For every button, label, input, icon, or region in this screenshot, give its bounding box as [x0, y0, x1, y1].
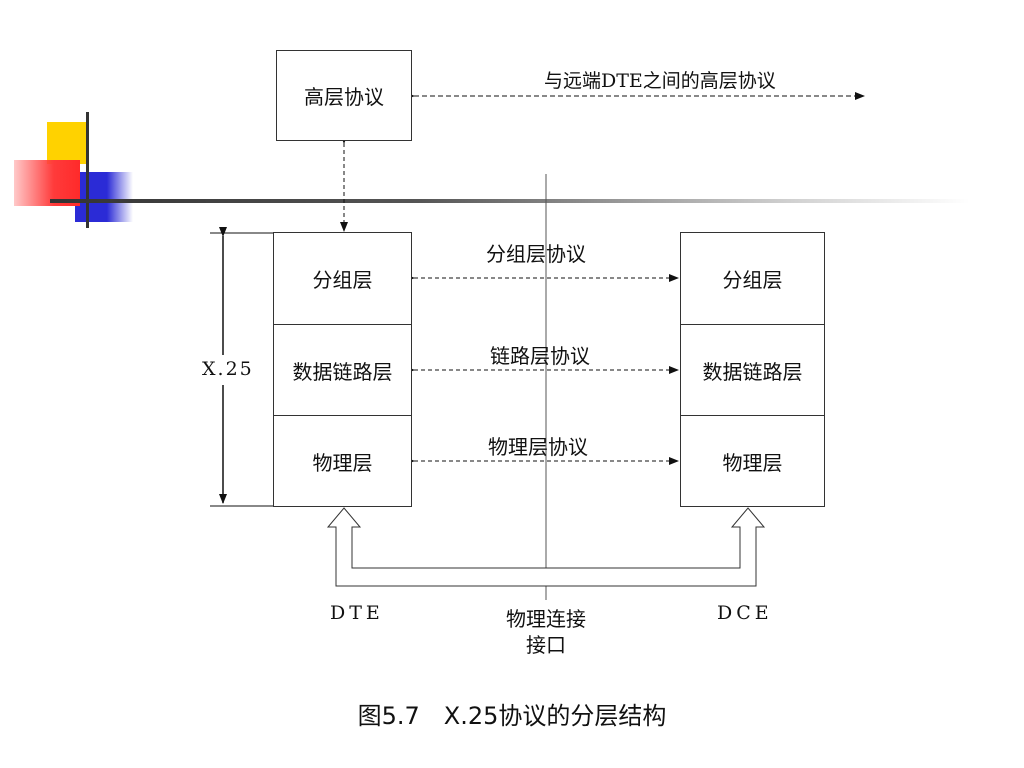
physical-connection-arrow — [326, 507, 766, 587]
remote-dte-protocol-label: 与远端DTE之间的高层协议 — [544, 70, 776, 92]
packet-protocol-label: 分组层协议 — [486, 242, 586, 266]
dte-data-link-layer: 数据链路层 — [273, 324, 412, 416]
physical-protocol-label: 物理层协议 — [488, 435, 588, 459]
dte-data-link-layer-label: 数据链路层 — [292, 359, 393, 384]
upper-layer-protocol-label: 高层协议 — [304, 85, 384, 109]
dte-packet-layer-label: 分组层 — [312, 268, 373, 292]
deco-vertical-line — [86, 112, 89, 228]
dce-physical-layer-label: 物理层 — [722, 450, 783, 475]
dce-packet-layer-label: 分组层 — [722, 268, 783, 292]
dce-data-link-layer: 数据链路层 — [680, 324, 825, 416]
dte-label: DTE — [330, 602, 384, 624]
deco-yellow-square — [47, 122, 89, 164]
deco-red-square — [14, 160, 80, 206]
deco-horizontal-line — [50, 199, 970, 203]
dce-physical-layer: 物理层 — [680, 415, 825, 507]
deco-blue-square — [75, 172, 133, 222]
x25-label: X.25 — [200, 358, 256, 380]
dte-physical-layer-label: 物理层 — [312, 450, 373, 475]
physical-interface-label-line1: 物理连接 — [506, 607, 586, 631]
figure-caption: 图5.7 X.25协议的分层结构 — [357, 702, 667, 730]
dce-label: DCE — [717, 602, 773, 624]
dce-packet-layer: 分组层 — [680, 232, 825, 325]
dce-data-link-layer-label: 数据链路层 — [702, 359, 803, 384]
dte-packet-layer: 分组层 — [273, 232, 412, 325]
upper-layer-protocol-box: 高层协议 — [276, 50, 412, 141]
dte-physical-layer: 物理层 — [273, 415, 412, 507]
link-protocol-label: 链路层协议 — [490, 344, 590, 368]
physical-interface-label-line2: 接口 — [526, 633, 566, 657]
